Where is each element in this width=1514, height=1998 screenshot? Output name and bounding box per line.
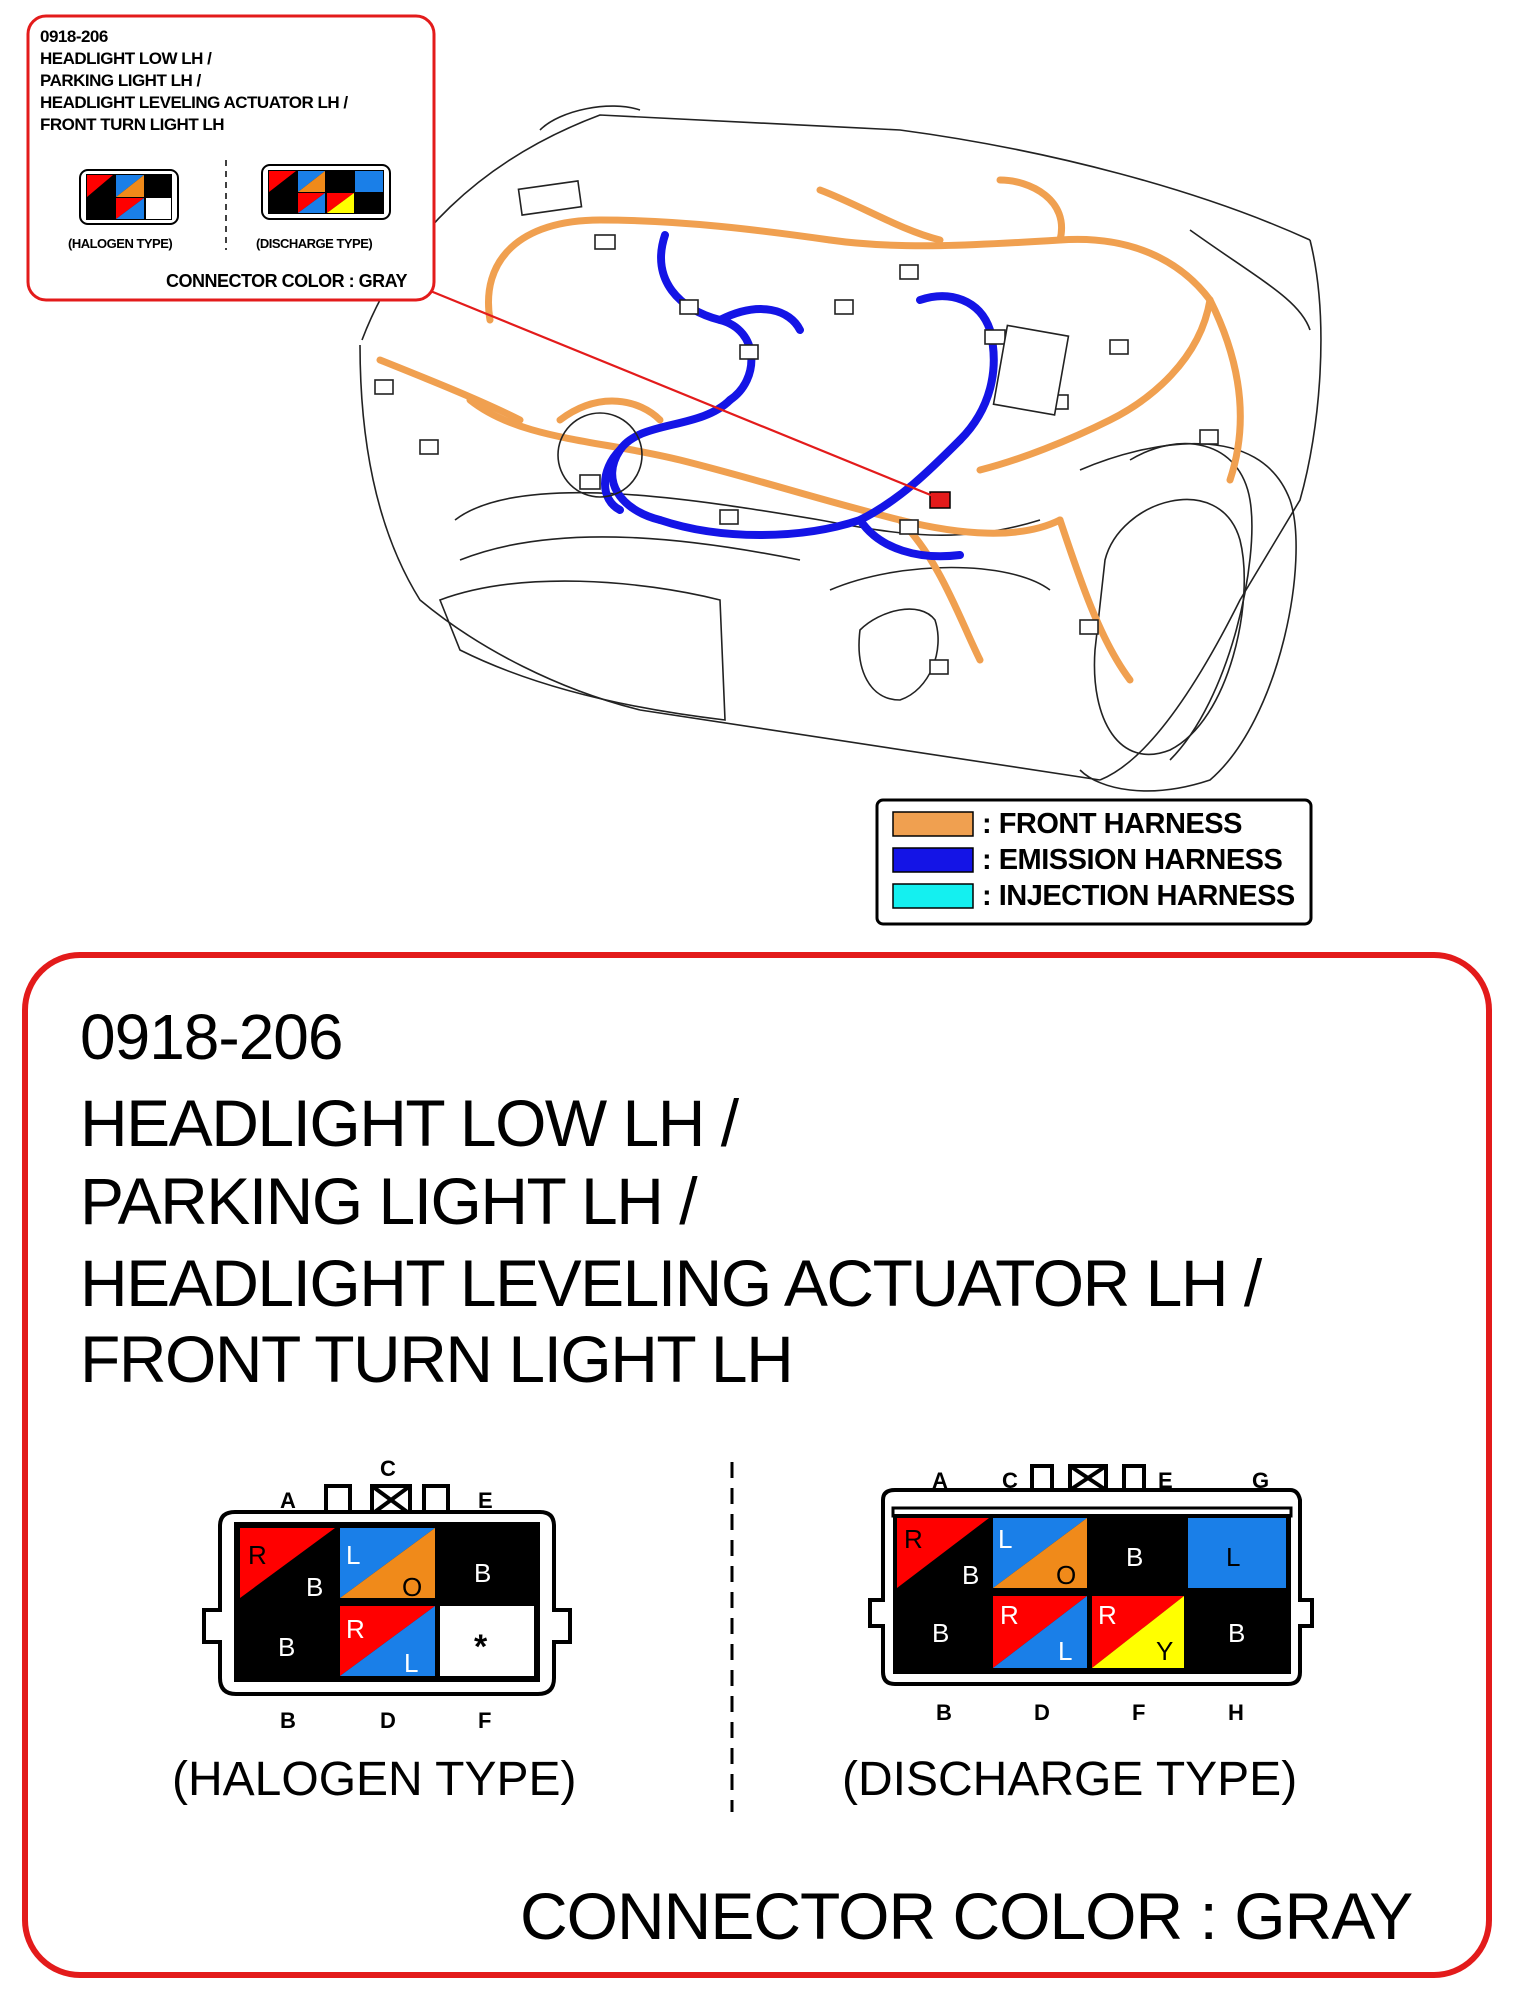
discharge-f-wire-1: R xyxy=(1098,1600,1117,1630)
callout-halogen-caption: (HALOGEN TYPE) xyxy=(68,236,173,251)
discharge-c-wire-1: L xyxy=(998,1524,1013,1554)
legend-swatch-emission xyxy=(892,847,974,873)
legend-swatch-injection xyxy=(892,883,974,909)
discharge-f-wire-2: Y xyxy=(1156,1636,1174,1666)
discharge-pin-label-b: B xyxy=(936,1700,952,1725)
title-line-1: HEADLIGHT LOW LH / xyxy=(80,1086,739,1160)
discharge-c-wire-2: O xyxy=(1056,1560,1077,1590)
discharge-h-wire: B xyxy=(1228,1618,1246,1648)
title-line-3: HEADLIGHT LEVELING ACTUATOR LH / xyxy=(80,1246,1262,1320)
halogen-b-wire: B xyxy=(278,1632,296,1662)
legend-label-front: : FRONT HARNESS xyxy=(982,808,1242,840)
callout-discharge-connector xyxy=(261,164,391,220)
callout-title-line-3: HEADLIGHT LEVELING ACTUATOR LH / xyxy=(40,93,348,112)
vehicle-front-outline xyxy=(359,105,1322,792)
connector-color-note: CONNECTOR COLOR : GRAY xyxy=(520,1879,1413,1953)
legend-label-injection: : INJECTION HARNESS xyxy=(982,880,1295,912)
halogen-connector-face xyxy=(202,1484,572,1696)
title-line-4: FRONT TURN LIGHT LH xyxy=(80,1322,794,1396)
discharge-e-wire: B xyxy=(1126,1542,1144,1572)
front-harness xyxy=(376,176,1244,684)
discharge-a-wire-2: B xyxy=(962,1560,980,1590)
halogen-d-wire-2: L xyxy=(404,1648,419,1678)
halogen-pin-label-d: D xyxy=(380,1708,396,1733)
discharge-g-wire: L xyxy=(1226,1542,1241,1572)
discharge-pin-label-c: C xyxy=(1002,1468,1018,1493)
discharge-pin-label-d: D xyxy=(1034,1700,1050,1725)
halogen-pin-label-b: B xyxy=(280,1708,296,1733)
discharge-b-wire: B xyxy=(932,1618,950,1648)
harness-legend xyxy=(875,798,1313,926)
halogen-pin-label-c: C xyxy=(380,1456,396,1481)
discharge-pin-label-e: E xyxy=(1158,1468,1173,1493)
emission-harness xyxy=(601,231,998,561)
halogen-e-wire: B xyxy=(474,1558,492,1588)
legend-swatch-front xyxy=(892,811,974,837)
callout-code: 0918-206 xyxy=(40,27,108,46)
discharge-type-caption: (DISCHARGE TYPE) xyxy=(842,1753,1298,1806)
halogen-f-wire: * xyxy=(474,1628,488,1666)
callout-color-note: CONNECTOR COLOR : GRAY xyxy=(166,271,408,291)
discharge-d-wire-2: L xyxy=(1058,1636,1073,1666)
callout-halogen-connector xyxy=(79,169,179,225)
title-line-2: PARKING LIGHT LH / xyxy=(80,1164,698,1238)
callout-leader-line xyxy=(427,288,939,500)
harness-connectors xyxy=(374,180,1219,675)
detail-box xyxy=(22,952,1492,1978)
target-connector-marker xyxy=(929,491,951,509)
halogen-pin-label-a: A xyxy=(280,1488,296,1513)
discharge-pin-label-a: A xyxy=(932,1468,948,1493)
callout-discharge-caption: (DISCHARGE TYPE) xyxy=(256,236,373,251)
callout-title-line-1: HEADLIGHT LOW LH / xyxy=(40,49,212,68)
halogen-d-wire-1: R xyxy=(346,1614,365,1644)
discharge-d-wire-1: R xyxy=(1000,1600,1019,1630)
callout-box xyxy=(26,14,436,302)
halogen-type-caption: (HALOGEN TYPE) xyxy=(172,1753,577,1806)
halogen-c-wire-1: L xyxy=(346,1540,361,1570)
discharge-pin-label-f: F xyxy=(1132,1700,1146,1725)
halogen-c-wire-2: O xyxy=(402,1572,423,1602)
discharge-pin-label-h: H xyxy=(1228,1700,1244,1725)
callout-title-line-2: PARKING LIGHT LH / xyxy=(40,71,201,90)
halogen-pin-label-f: F xyxy=(478,1708,492,1733)
discharge-pin-label-g: G xyxy=(1252,1468,1270,1493)
discharge-a-wire-1: R xyxy=(904,1524,923,1554)
halogen-a-wire-1: R xyxy=(248,1540,267,1570)
callout-title-line-4: FRONT TURN LIGHT LH xyxy=(40,115,225,134)
legend-label-emission: : EMISSION HARNESS xyxy=(982,844,1283,876)
connector-code: 0918-206 xyxy=(80,1001,343,1073)
halogen-pin-label-e: E xyxy=(478,1488,493,1513)
discharge-connector-face xyxy=(868,1464,1314,1686)
halogen-a-wire-2: B xyxy=(306,1572,324,1602)
